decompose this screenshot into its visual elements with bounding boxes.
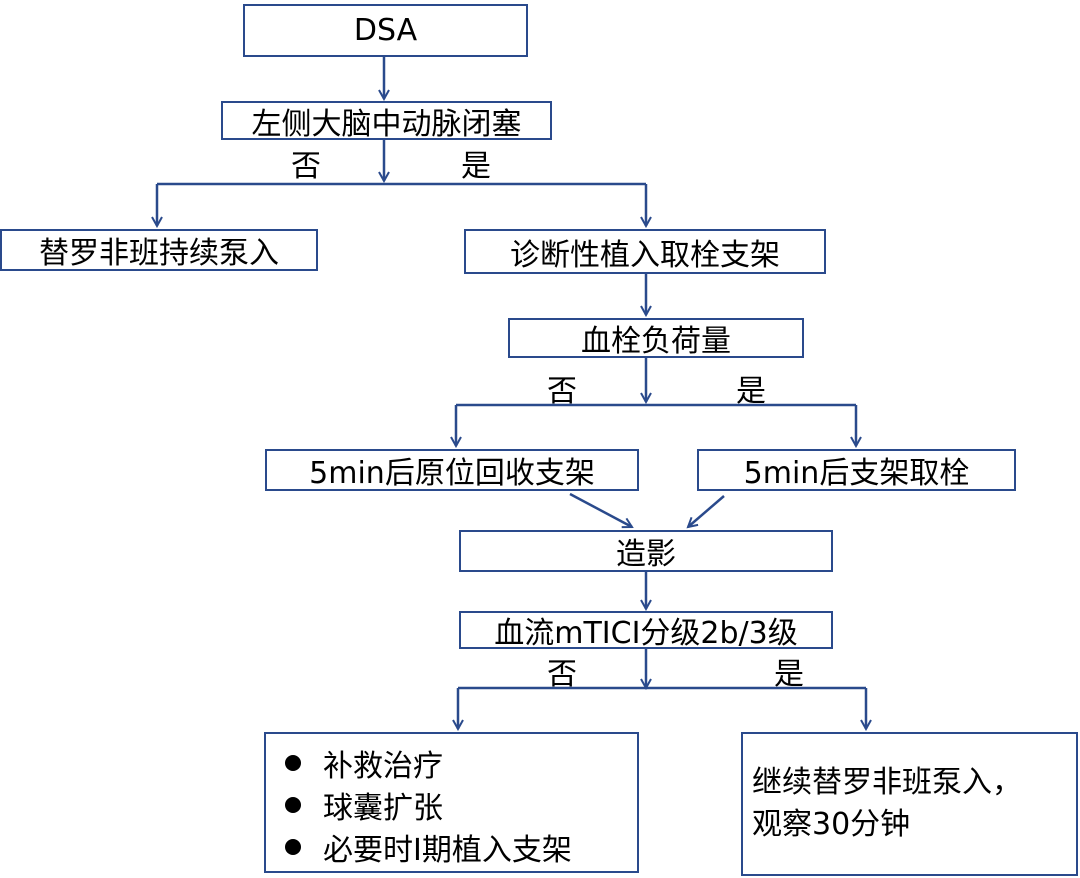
label-yes-1: 是 [461,149,491,184]
node-mtici-grade-label: 血流mTICI分级2b/3级 [494,616,798,651]
continue-infusion-text: 继续替罗非班泵入， 观察30分钟 [752,762,1022,846]
node-stent-thrombectomy-label: 5min后支架取栓 [743,456,970,491]
node-dsa: DSA [243,4,528,57]
node-mca-occlusion: 左侧大脑中动脉闭塞 [221,101,552,142]
rescue-item-label: 必要时I期植入支架 [323,833,572,868]
node-diagnostic-stent-label: 诊断性植入取栓支架 [510,237,780,273]
label-yes-2: 是 [736,374,766,409]
node-clot-burden-label: 血栓负荷量 [581,324,731,359]
continue-line-2: 观察30分钟 [752,807,911,842]
node-rescue-therapy [264,732,639,873]
node-angiography-label: 造影 [616,537,676,572]
node-angiography: 造影 [459,530,833,572]
bullet-icon [285,839,301,855]
node-stent-thrombectomy: 5min后支架取栓 [697,449,1016,491]
node-mtici-grade: 血流mTICI分级2b/3级 [459,611,833,651]
label-yes-3: 是 [774,657,804,692]
rescue-item-label: 补救治疗 [323,749,443,784]
node-clot-burden: 血栓负荷量 [508,318,804,359]
list-item: 必要时I期植入支架 [285,826,572,868]
label-no-1: 否 [291,149,321,184]
node-tirofiban-label: 替罗非班持续泵入 [39,236,279,271]
rescue-list: 补救治疗 球囊扩张 必要时I期植入支架 [285,742,572,868]
bullet-icon [285,755,301,771]
node-retrieve-in-situ-label: 5min后原位回收支架 [309,456,595,491]
bullet-icon [285,797,301,813]
list-item: 补救治疗 [285,742,572,784]
label-no-2: 否 [547,374,577,409]
node-continue-infusion [741,732,1078,876]
node-diagnostic-stent: 诊断性植入取栓支架 [464,229,826,274]
label-no-3: 否 [547,657,577,692]
rescue-item-label: 球囊扩张 [323,791,443,826]
node-tirofiban: 替罗非班持续泵入 [0,229,318,271]
node-dsa-label: DSA [353,13,418,48]
node-retrieve-in-situ: 5min后原位回收支架 [265,449,639,491]
node-mca-occlusion-label: 左侧大脑中动脉闭塞 [251,106,522,142]
list-item: 球囊扩张 [285,784,572,826]
continue-line-1: 继续替罗非班泵入， [752,765,1022,800]
